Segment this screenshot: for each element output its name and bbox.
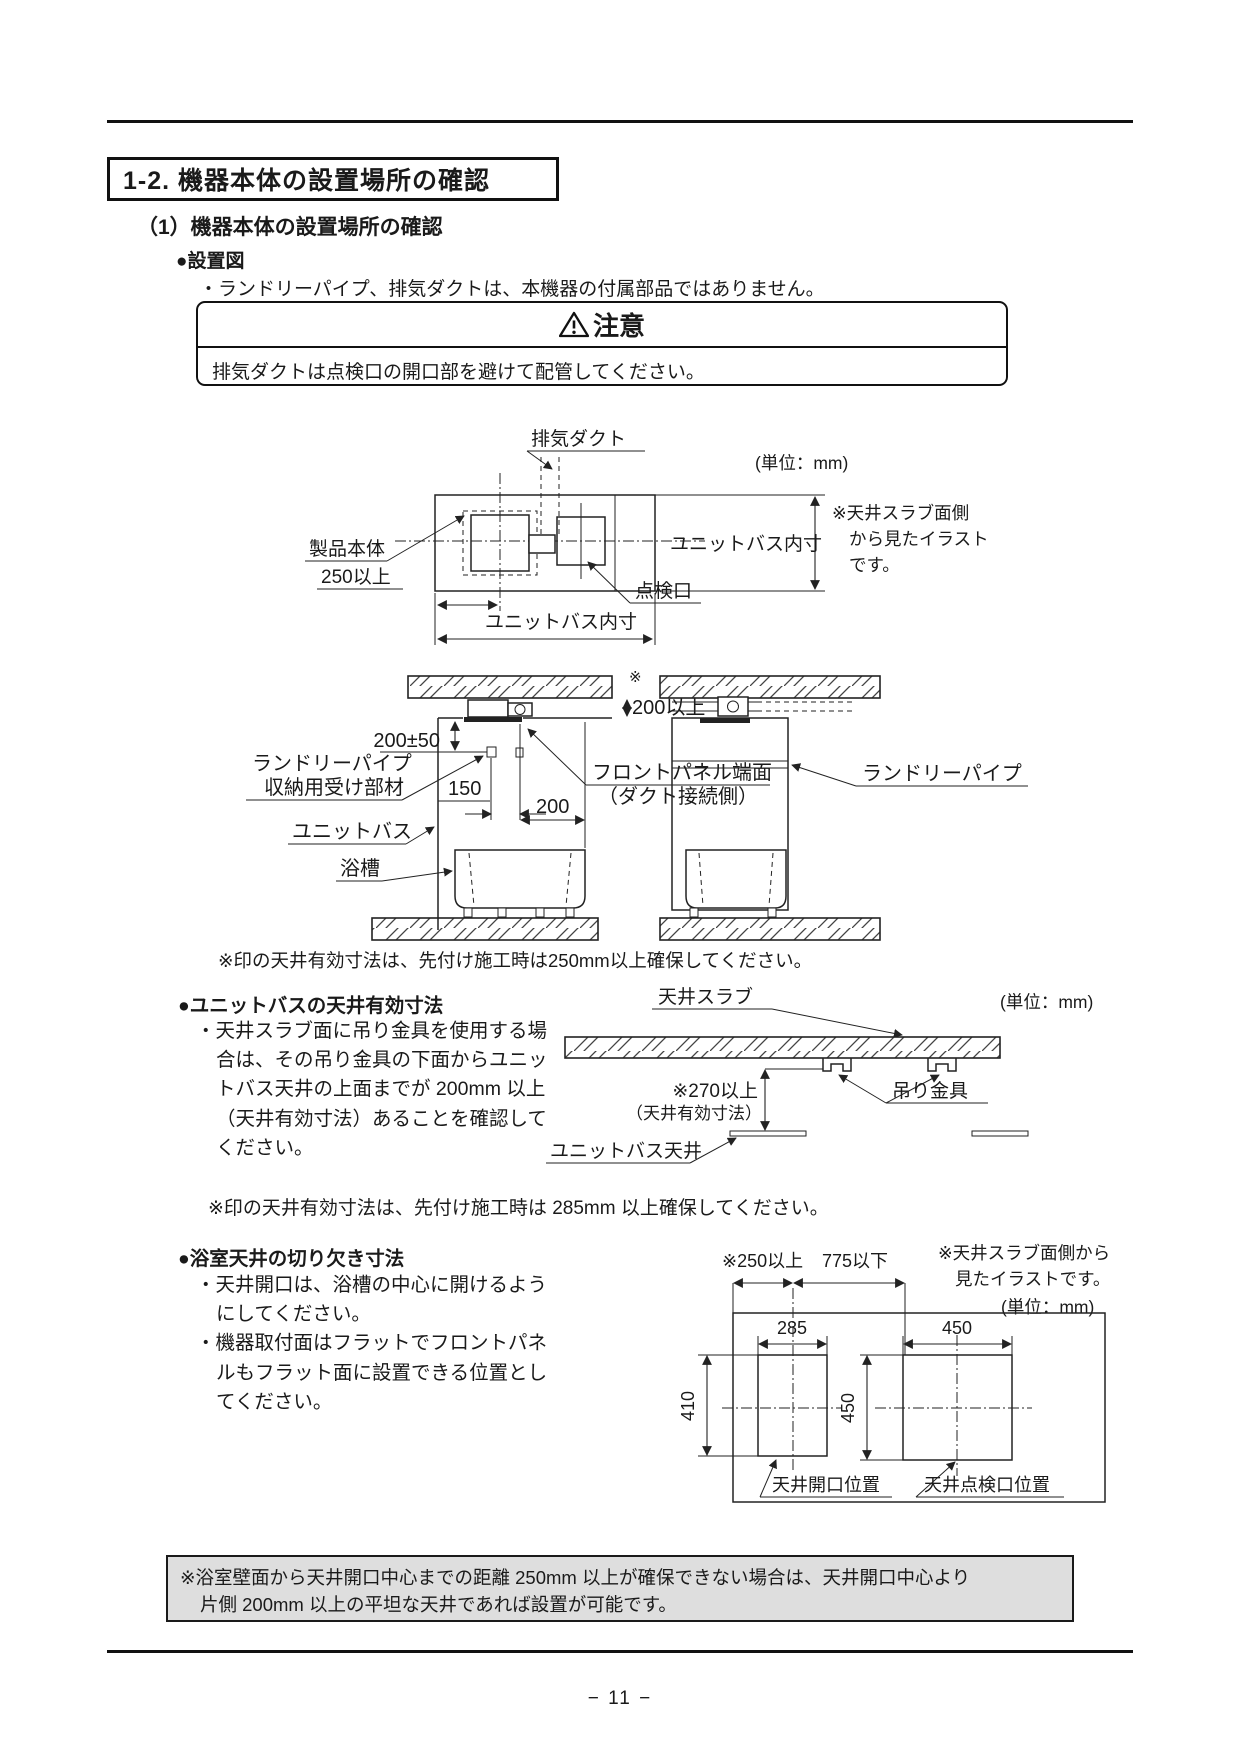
bathtub-right — [685, 849, 787, 909]
setup-heading: ●設置図 — [176, 251, 245, 272]
footer-note-line-2: 片側 200mm 以上の平坦な天井であれば設置が可能です。 — [200, 1594, 677, 1615]
footer-note-line-1: ※浴室壁面から天井開口中心までの距離 250mm 以上が確保できない場合は、天井… — [180, 1567, 971, 1588]
inspection-port-label: 点検口 — [635, 580, 692, 602]
top-view-labels: 排気ダクト 製品本体 ユニットバス内寸 点検口 250以上 ユニットバス内寸 — [305, 428, 825, 645]
front-panel-label-2: （ダクト接続側） — [598, 785, 758, 808]
cutout-body: ・天井開口は、浴槽の中心に開けるよう にしてください。 ・機器取付面はフラットで… — [196, 1274, 548, 1413]
w-450-label: 450 — [942, 1318, 972, 1338]
min-250-label: 250以上 — [321, 566, 391, 588]
slab-side-note-1: ※天井スラブ面側 から見たイラスト です。 — [832, 503, 989, 575]
bathtub — [454, 849, 586, 909]
max-775-label: 775以下 — [822, 1251, 888, 1271]
units-label-3: (単位：mm) — [1001, 1297, 1095, 1317]
fan-unit — [467, 699, 509, 718]
cutout-drawing: ※250以上 775以下 285 410 天井開口位置 — [678, 1251, 1106, 1503]
diagram-side-views: ※ 200以上 200±50 ランドリーパイプ 収納用受け部材 150 200 … — [246, 669, 1028, 941]
front-panel-label-1: フロントパネル端面 — [592, 761, 772, 784]
min-270-label: ※270以上 — [672, 1080, 758, 1102]
h-410-label: 410 — [678, 1391, 698, 1421]
floor-slab-right — [659, 917, 881, 941]
hanger-label: 吊り金具 — [892, 1080, 968, 1102]
caution-title-row: 注意 — [198, 303, 1006, 348]
top-view-drawing — [395, 457, 705, 611]
asterisk-mark: ※ — [629, 669, 642, 686]
bathtub-label: 浴槽 — [340, 857, 380, 880]
units-label-2: (単位：mm) — [1000, 992, 1094, 1012]
hanger-bracket — [822, 1058, 852, 1072]
top-rule — [107, 120, 1133, 123]
section-title: 1-2. 機器本体の設置場所の確認 — [123, 167, 491, 195]
page-number: − 11 − — [587, 1688, 653, 1709]
ceiling-slab-label: 天井スラブ — [658, 985, 753, 1008]
caution-title: 注意 — [592, 311, 645, 341]
dim-150-label: 150 — [448, 778, 481, 800]
side-view-left: ※ 200以上 200±50 ランドリーパイプ 収納用受け部材 150 200 … — [246, 669, 772, 941]
ub-inner-v-label: ユニットバス内寸 — [670, 533, 822, 555]
pipe-holder — [486, 746, 497, 758]
caution-body: 排気ダクトは点検口の開口部を避けて配管してください。 — [212, 362, 705, 383]
caution-box: 注意 排気ダクトは点検口の開口部を避けて配管してください。 — [196, 301, 1008, 386]
side-view-right: ランドリーパイプ — [659, 675, 1028, 941]
note-285: ※印の天井有効寸法は、先付け施工時は 285mm 以上確保してください。 — [208, 1198, 829, 1219]
footer-note-box: ※浴室壁面から天井開口中心までの距離 250mm 以上が確保できない場合は、天井… — [166, 1555, 1074, 1622]
effective-dim-label: （天井有効寸法） — [626, 1104, 762, 1123]
hanger-drawing: 天井スラブ ※270以上 （天井有効寸法） 吊り金具 ユニットバス天井 — [546, 985, 1029, 1164]
tol-200-label: 200±50 — [373, 730, 440, 752]
min-250-label: ※250以上 — [722, 1251, 803, 1271]
cutout-heading: ●浴室天井の切り欠き寸法 — [178, 1248, 405, 1270]
min-200-label: 200以上 — [632, 696, 705, 719]
units-label-1: (単位：mm) — [755, 453, 849, 473]
ceiling-slab-band — [564, 1036, 1001, 1059]
diagram-top-view: 排気ダクト 製品本体 ユニットバス内寸 点検口 250以上 ユニットバス内寸 — [305, 428, 825, 645]
unit-bath-outline — [434, 494, 656, 592]
warning-icon — [558, 311, 589, 338]
section-title-box: 1-2. 機器本体の設置場所の確認 — [107, 157, 559, 201]
h-450-label: 450 — [838, 1393, 858, 1423]
pipe-holder-label-2: 収納用受け部材 — [264, 776, 404, 799]
product-body — [470, 514, 530, 572]
dim-200-label: 200 — [536, 796, 569, 818]
front-panel — [464, 717, 522, 722]
opening-label: 天井開口位置 — [772, 1475, 880, 1495]
ceiling-slab — [407, 675, 613, 699]
subsection-title: （1）機器本体の設置場所の確認 — [137, 216, 443, 239]
note-250: ※印の天井有効寸法は、先付け施工時は250mm以上確保してください。 — [218, 950, 813, 971]
diagram-cutout: ※250以上 775以下 285 410 天井開口位置 — [678, 1251, 1106, 1503]
ub-ceiling-panel — [729, 1130, 807, 1137]
bottom-rule — [107, 1650, 1133, 1653]
slab-side-note-2: ※天井スラブ面側から 見たイラストです。 — [938, 1243, 1111, 1289]
ub-inner-h-label: ユニットバス内寸 — [485, 611, 637, 633]
hanger-bracket-2 — [927, 1058, 957, 1072]
floor-slab — [371, 917, 599, 941]
setup-parts-note: ・ランドリーパイプ、排気ダクトは、本機器の付属部品ではありません。 — [199, 279, 825, 300]
clearance-heading: ●ユニットバスの天井有効寸法 — [178, 995, 444, 1017]
unit-bath-label: ユニットバス — [292, 821, 412, 843]
duct-adapter — [528, 534, 556, 554]
product-body-label: 製品本体 — [309, 538, 385, 560]
exhaust-duct-label: 排気ダクト — [531, 428, 626, 450]
laundry-pipe-label: ランドリーパイプ — [862, 763, 1022, 785]
w-285-label: 285 — [777, 1318, 807, 1338]
product-body-dashed — [462, 510, 538, 576]
inspection-label: 天井点検口位置 — [924, 1475, 1050, 1495]
ceiling-slab-right — [659, 675, 881, 699]
clearance-body: ・天井スラブ面に吊り金具を使用する場 合は、その吊り金具の下面からユニッ トバス… — [196, 1020, 548, 1159]
ub-ceiling-label: ユニットバス天井 — [550, 1140, 702, 1162]
diagram-hanger-clearance: 天井スラブ ※270以上 （天井有効寸法） 吊り金具 ユニットバス天井 — [546, 985, 1029, 1164]
pipe-holder-label-1: ランドリーパイプ — [252, 753, 412, 775]
fan-unit-right — [717, 696, 749, 717]
